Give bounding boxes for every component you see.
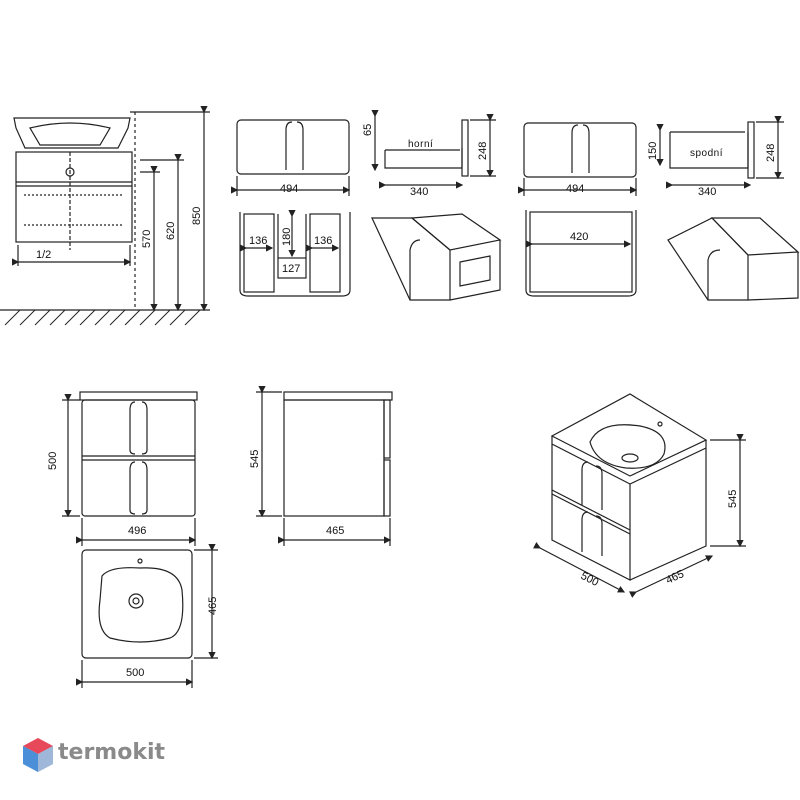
label-horni: horní (408, 139, 433, 150)
dim-front-h: 500 (47, 452, 59, 470)
side-section-view (0, 106, 210, 326)
lower-drawer-side (656, 116, 784, 189)
dim-upper-inner-mid-w: 127 (282, 263, 300, 275)
dim-top-depth: 465 (207, 597, 219, 615)
dim-lower-drawer-h-small: 150 (647, 142, 659, 160)
side-elevation (256, 386, 393, 546)
brand-name: termokit (58, 740, 166, 765)
lower-drawer-iso (667, 217, 800, 301)
isometric-view (533, 393, 746, 598)
dim-upper-front-w: 494 (280, 183, 298, 195)
dim-lower-inner-w: 420 (570, 231, 588, 243)
dim-upper-inner-left: 136 (249, 235, 267, 247)
dim-upper-front-h: 65 (362, 124, 374, 136)
dim-iso-d: 465 (664, 568, 686, 587)
dim-side-h: 545 (249, 450, 261, 468)
upper-drawer-iso (371, 213, 502, 301)
front-elevation (62, 391, 198, 546)
dim-upper-inner-right: 136 (314, 235, 332, 247)
dim-iso-w: 500 (579, 570, 601, 589)
dim-850: 850 (191, 207, 203, 225)
dim-upper-drawer-h: 248 (477, 142, 489, 160)
upper-drawer-side (371, 110, 496, 189)
dim-front-w: 496 (128, 525, 146, 537)
dim-top-w: 500 (126, 667, 144, 679)
lower-drawer-front (518, 122, 638, 196)
dim-620: 620 (165, 222, 177, 240)
dim-upper-drawer-depth: 340 (410, 186, 428, 198)
lower-drawer-inner-top (525, 210, 637, 297)
dim-lower-drawer-h: 248 (765, 144, 777, 162)
dim-lower-front-w: 494 (566, 183, 584, 195)
top-plan (76, 544, 218, 688)
termokit-logo-icon (23, 738, 53, 772)
upper-drawer-front (231, 119, 351, 196)
label-spodni: spodní (690, 148, 723, 159)
dim-570: 570 (141, 230, 153, 248)
dim-upper-inner-mid-h: 180 (281, 228, 293, 246)
dim-lower-drawer-depth: 340 (698, 186, 716, 198)
upper-drawer-inner-top (239, 210, 351, 297)
dim-side-half: 1/2 (36, 249, 51, 261)
dim-side-w: 465 (326, 525, 344, 537)
dim-iso-h: 545 (727, 490, 739, 508)
